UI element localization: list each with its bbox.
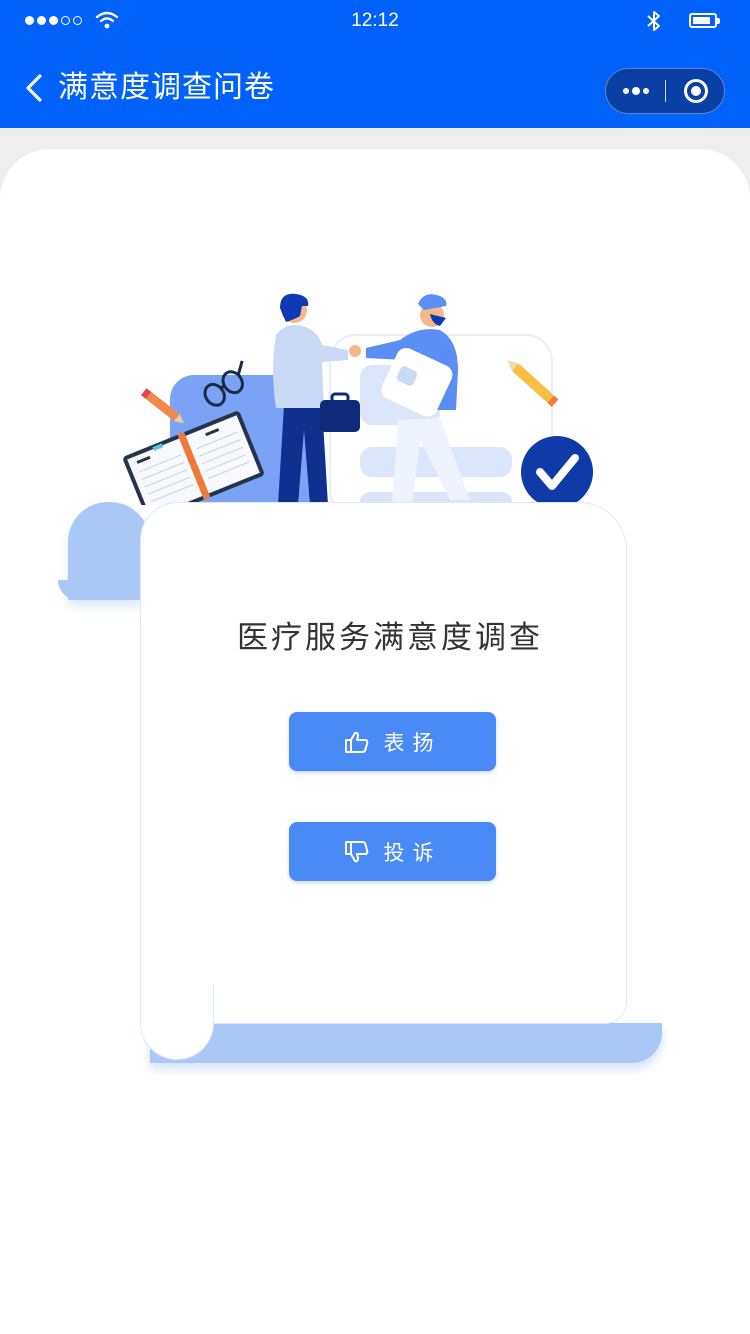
chevron-left-icon[interactable]: [20, 68, 50, 108]
status-time: 12:12: [351, 10, 399, 31]
bluetooth-icon: [647, 11, 660, 31]
complaint-button[interactable]: 投诉: [289, 822, 496, 881]
signal-strength-icon: [25, 16, 82, 25]
capsule-divider: [665, 80, 666, 102]
close-target-button[interactable]: [666, 69, 726, 113]
target-circle-icon: [684, 79, 708, 103]
praise-label: 表扬: [383, 730, 442, 755]
praise-button[interactable]: 表扬: [289, 712, 496, 771]
battery-icon: [689, 13, 720, 28]
header: 12:12 满意度调查问卷: [0, 0, 750, 128]
scroll-bottom-roll: [150, 1023, 662, 1063]
handshake-illustration: [123, 293, 593, 505]
mini-program-capsule: [605, 68, 725, 114]
thumbs-down-icon: [344, 840, 368, 862]
complaint-label: 投诉: [383, 840, 442, 865]
thumbs-up-icon: [344, 731, 368, 753]
survey-title: 医疗服务满意度调查: [237, 620, 543, 656]
nav-bar: 满意度调查问卷: [0, 44, 750, 128]
more-dots-icon[interactable]: [606, 69, 666, 113]
scroll-left-curl: [58, 502, 150, 600]
status-bar: 12:12: [0, 0, 750, 44]
page-title: 满意度调查问卷: [58, 70, 275, 105]
scroll-bottom-curl: [140, 984, 214, 1060]
wifi-icon: [95, 11, 119, 29]
